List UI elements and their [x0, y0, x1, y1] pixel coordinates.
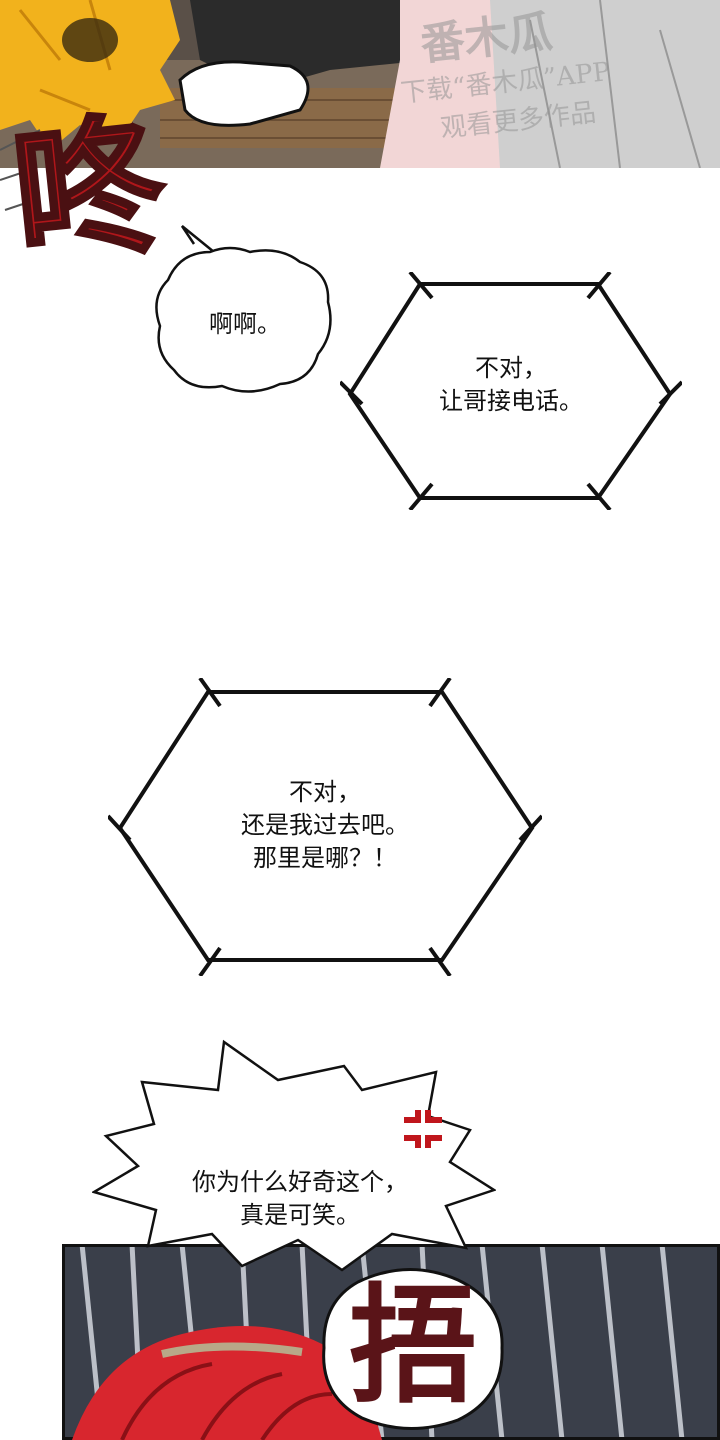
hexagon-2-text: 不对， 还是我过去吧。 那里是哪？！	[241, 778, 409, 872]
sfx-cover-bubble	[322, 1268, 504, 1431]
hexagon-bubble-2	[108, 678, 542, 976]
cloud-speech-bubble	[155, 225, 332, 393]
sfx-thud-group: 咚	[0, 96, 230, 288]
top-panel-art	[0, 0, 720, 168]
sfx-cover-text: 捂	[348, 1272, 477, 1421]
hexagon-bubble-1	[340, 272, 682, 510]
top-comic-panel: 番木瓜 下载“番木瓜”APP 观看更多作品	[0, 0, 720, 168]
anger-vein-icon	[404, 1110, 442, 1148]
cloud-bubble-text: 啊啊。	[209, 310, 281, 338]
burst-bubble-text: 你为什么好奇这个， 真是可笑。	[192, 1168, 408, 1229]
sfx-thud-backdrop	[0, 129, 41, 211]
hexagon-1-text: 不对， 让哥接电话。	[439, 354, 583, 415]
burst-speech-bubble	[92, 1039, 496, 1272]
sfx-thud-text: 咚	[3, 96, 174, 289]
